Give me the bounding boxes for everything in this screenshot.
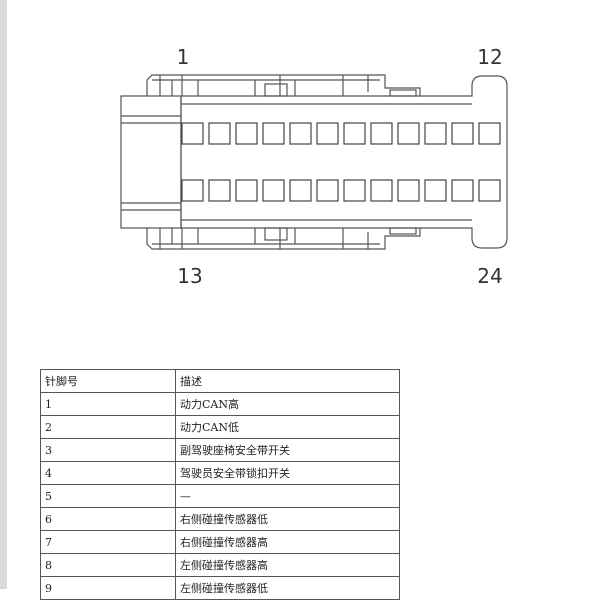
pin-description-cell: 驾驶员安全带锁扣开关 <box>175 461 400 485</box>
pin-slot <box>343 122 366 145</box>
pin-number-cell: 2 <box>40 415 176 439</box>
pin-slot <box>424 122 447 145</box>
pin-slot <box>181 122 204 145</box>
pin-description-cell: — <box>175 484 400 508</box>
pin-slot <box>397 179 420 202</box>
pin-number-cell: 3 <box>40 438 176 462</box>
pin-slot <box>370 122 393 145</box>
pin-number-cell: 9 <box>40 576 176 600</box>
pin-slot <box>235 122 258 145</box>
pin-label-13: 13 <box>177 264 202 288</box>
pin-number-cell: 6 <box>40 507 176 531</box>
pin-label-24: 24 <box>477 264 502 288</box>
pin-slot <box>451 179 474 202</box>
pin-description-cell: 动力CAN高 <box>175 392 400 416</box>
table-header-row: 针脚号 描述 <box>40 369 400 393</box>
pin-slot <box>208 122 231 145</box>
table-row: 5— <box>40 484 400 508</box>
pin-slot <box>289 179 312 202</box>
pin-slot <box>262 179 285 202</box>
pin-description-cell: 右侧碰撞传感器高 <box>175 530 400 554</box>
pin-description-cell: 左侧碰撞传感器低 <box>175 576 400 600</box>
pin-description-cell: 右侧碰撞传感器低 <box>175 507 400 531</box>
page-left-edge <box>0 0 7 589</box>
pin-slot <box>316 122 339 145</box>
connector-diagram: 1 12 13 24 <box>120 45 508 288</box>
pin-slot <box>478 122 501 145</box>
pin-slot <box>397 122 420 145</box>
pin-number-cell: 7 <box>40 530 176 554</box>
pin-description-cell: 动力CAN低 <box>175 415 400 439</box>
pin-slot <box>451 122 474 145</box>
pin-number-cell: 5 <box>40 484 176 508</box>
header-description: 描述 <box>175 369 400 393</box>
header-pin: 针脚号 <box>40 369 176 393</box>
pin-label-1: 1 <box>177 45 190 69</box>
pin-label-12: 12 <box>477 45 502 69</box>
pin-slot <box>289 122 312 145</box>
pin-number-cell: 8 <box>40 553 176 577</box>
pin-description-cell: 副驾驶座椅安全带开关 <box>175 438 400 462</box>
pin-slot <box>478 179 501 202</box>
pin-slot <box>181 179 204 202</box>
pin-description-cell: 左侧碰撞传感器高 <box>175 553 400 577</box>
pin-slot <box>235 179 258 202</box>
pin-number-cell: 4 <box>40 461 176 485</box>
pin-slot <box>208 179 231 202</box>
pin-slot <box>424 179 447 202</box>
pin-slot <box>262 122 285 145</box>
pin-slot <box>343 179 366 202</box>
pin-slot <box>370 179 393 202</box>
pin-number-cell: 1 <box>40 392 176 416</box>
connector-body-outline <box>180 75 508 249</box>
pin-slot <box>316 179 339 202</box>
